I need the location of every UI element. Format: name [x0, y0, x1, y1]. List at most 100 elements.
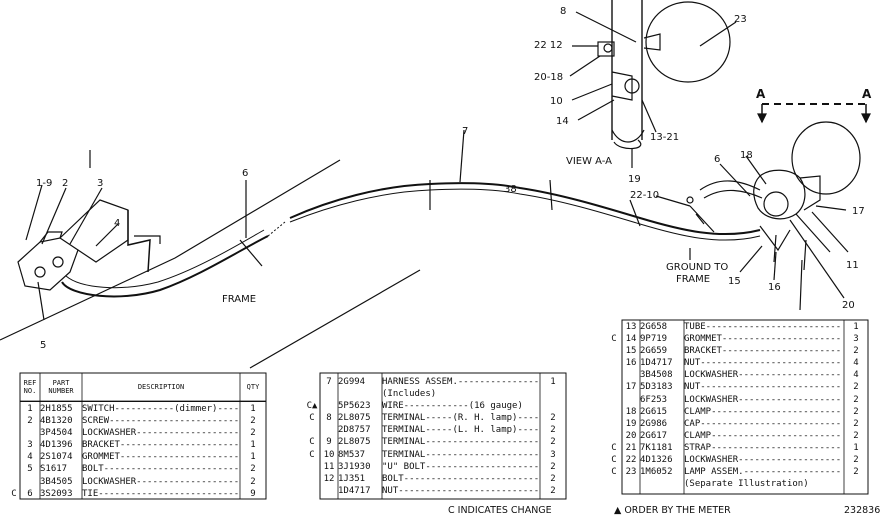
cell-qty: 2: [250, 416, 256, 427]
cell-part: 3P4504: [40, 428, 73, 439]
cell-desc: CAP--------------------------: [684, 418, 842, 429]
cell-desc: BOLT---------------------------: [82, 464, 240, 475]
cell-part: 1D4717: [640, 358, 673, 369]
callout-right-6: 6: [714, 154, 720, 165]
cell-desc: NUT--------------------------: [684, 382, 842, 393]
figure-number: 232836: [844, 505, 881, 516]
cell-part: 5P5623: [338, 401, 371, 412]
cell-desc: WIRE------------(16 gauge): [382, 401, 523, 412]
cell-part: 6F253: [640, 394, 668, 405]
cell-part: 4D1396: [40, 440, 73, 451]
cell-qty: 9: [250, 488, 256, 499]
cell-desc: CLAMP------------------------: [684, 406, 842, 417]
cell-ref: 21: [625, 442, 637, 453]
cell-ref: [20, 476, 40, 488]
cell-desc: TERMINAL-----(R. H. lamp)-----: [382, 413, 540, 424]
cell-qty: 2: [853, 455, 859, 466]
cell-qty: 2: [853, 430, 859, 441]
cell-qty: [540, 400, 566, 412]
cell-qty: 2: [853, 406, 859, 417]
cell-qty: 1: [550, 377, 556, 387]
callout-right-18: 18: [740, 150, 753, 161]
cell-c: [8, 403, 20, 415]
cell-ref: 12: [323, 473, 335, 484]
cell-qty: 2: [853, 418, 859, 429]
cell-qty: 2: [853, 346, 859, 357]
cell-c: [606, 478, 622, 490]
cell-desc: "U" BOLT-----------------------: [382, 461, 540, 472]
cell-c: [606, 357, 622, 369]
cell-desc: LOCKWASHER---------------------: [82, 476, 240, 487]
cell-qty: 1: [250, 404, 256, 414]
cell-part: 2S1074: [40, 452, 73, 463]
cell-desc: TERMINAL-----------------------: [382, 449, 540, 460]
cell-c: C▲: [306, 401, 318, 412]
cell-ref: 13: [625, 322, 637, 332]
cell-c: [8, 439, 20, 451]
callout-right-16: 16: [768, 282, 781, 293]
cell-desc: GROMMET------------------------: [82, 452, 240, 463]
cell-desc: BRACKET----------------------: [684, 346, 842, 357]
cell-desc: LOCKWASHER-------------------: [684, 394, 842, 405]
cell-qty: 4: [853, 370, 859, 381]
cell-ref: [320, 388, 338, 400]
label-view-aa: VIEW A-A: [566, 156, 612, 167]
cell-ref: [320, 400, 338, 412]
cell-c: [304, 376, 320, 388]
callout-23: 23: [734, 14, 747, 25]
cell-desc: TERMINAL-----------------------: [382, 437, 540, 448]
cell-c: C: [611, 442, 617, 453]
callout-4: 4: [114, 218, 120, 229]
cell-part: S1617: [40, 464, 68, 475]
cell-part: 3B4505: [40, 476, 73, 487]
cell-ref: 7: [326, 377, 332, 387]
cell-qty: 2: [550, 437, 556, 448]
cell-c: C: [611, 467, 617, 478]
cell-desc: (Separate Illustration): [684, 479, 809, 490]
callout-10: 10: [550, 96, 563, 107]
cell-desc: LOCKWASHER-------------------: [684, 455, 842, 466]
callout-2: 2: [62, 178, 68, 189]
cell-desc: (Includes): [382, 389, 437, 400]
cell-part: 2G986: [640, 418, 668, 429]
order-by-meter-note: ▲ ORDER BY THE METER: [614, 505, 731, 516]
cell-ref: 16: [625, 358, 637, 369]
cell-part: 2H1855: [40, 404, 73, 414]
cell-c: C: [11, 488, 17, 499]
cell-part: 1J351: [338, 473, 366, 484]
cell-ref: 9: [326, 437, 332, 448]
cell-qty: 2: [250, 464, 256, 475]
cell-c: [606, 321, 622, 333]
cell-c: C: [611, 334, 617, 345]
cell-part: [338, 388, 382, 400]
cell-part: 2G617: [640, 430, 668, 441]
cell-qty: 2: [550, 461, 556, 472]
cell-c: C: [309, 413, 315, 424]
callout-1-9: 1-9: [36, 178, 52, 189]
cell-part: 8M537: [338, 449, 366, 460]
callout-38: 38: [504, 184, 517, 195]
callout-13-21: 13-21: [650, 132, 679, 143]
cell-c: [304, 424, 320, 436]
label-ground-to-frame-1: GROUND TO: [666, 262, 728, 273]
cell-desc: NUT-----------------------------: [382, 485, 540, 496]
cell-desc: BOLT----------------------------: [382, 473, 540, 484]
callout-20-18: 20-18: [534, 72, 563, 83]
header-ref: REF NO.: [23, 379, 37, 395]
cell-ref: 20: [625, 430, 637, 441]
